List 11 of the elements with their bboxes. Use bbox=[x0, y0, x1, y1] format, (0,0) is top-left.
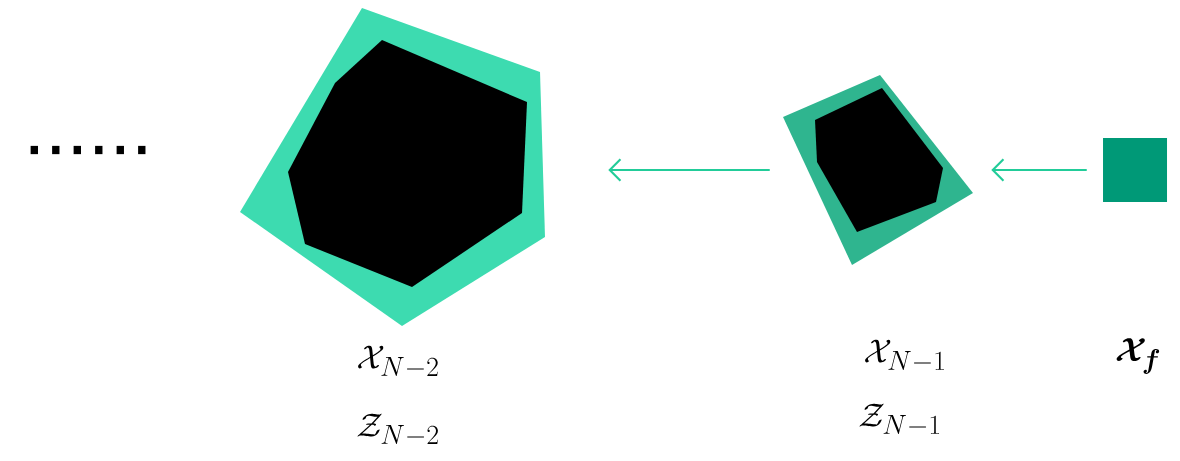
set-label: $\mathcal{X}_{N-1}$ bbox=[865, 339, 944, 370]
arrow bbox=[991, 158, 1087, 182]
set-label: $\mathcal{Z}_{N-1}$ bbox=[859, 403, 939, 434]
square-box bbox=[1103, 138, 1167, 202]
ellipsis-dots: ...... bbox=[30, 145, 146, 155]
arrow bbox=[608, 158, 770, 182]
set-label: $\mathcal{X}_{N-2}$ bbox=[358, 345, 438, 376]
polygon-shape bbox=[783, 75, 973, 265]
polygon-shape bbox=[240, 8, 545, 326]
set-label: $\mathcal{X}_f$ bbox=[1116, 338, 1160, 374]
set-label: $\mathcal{Z}_{N-2}$ bbox=[357, 413, 438, 444]
